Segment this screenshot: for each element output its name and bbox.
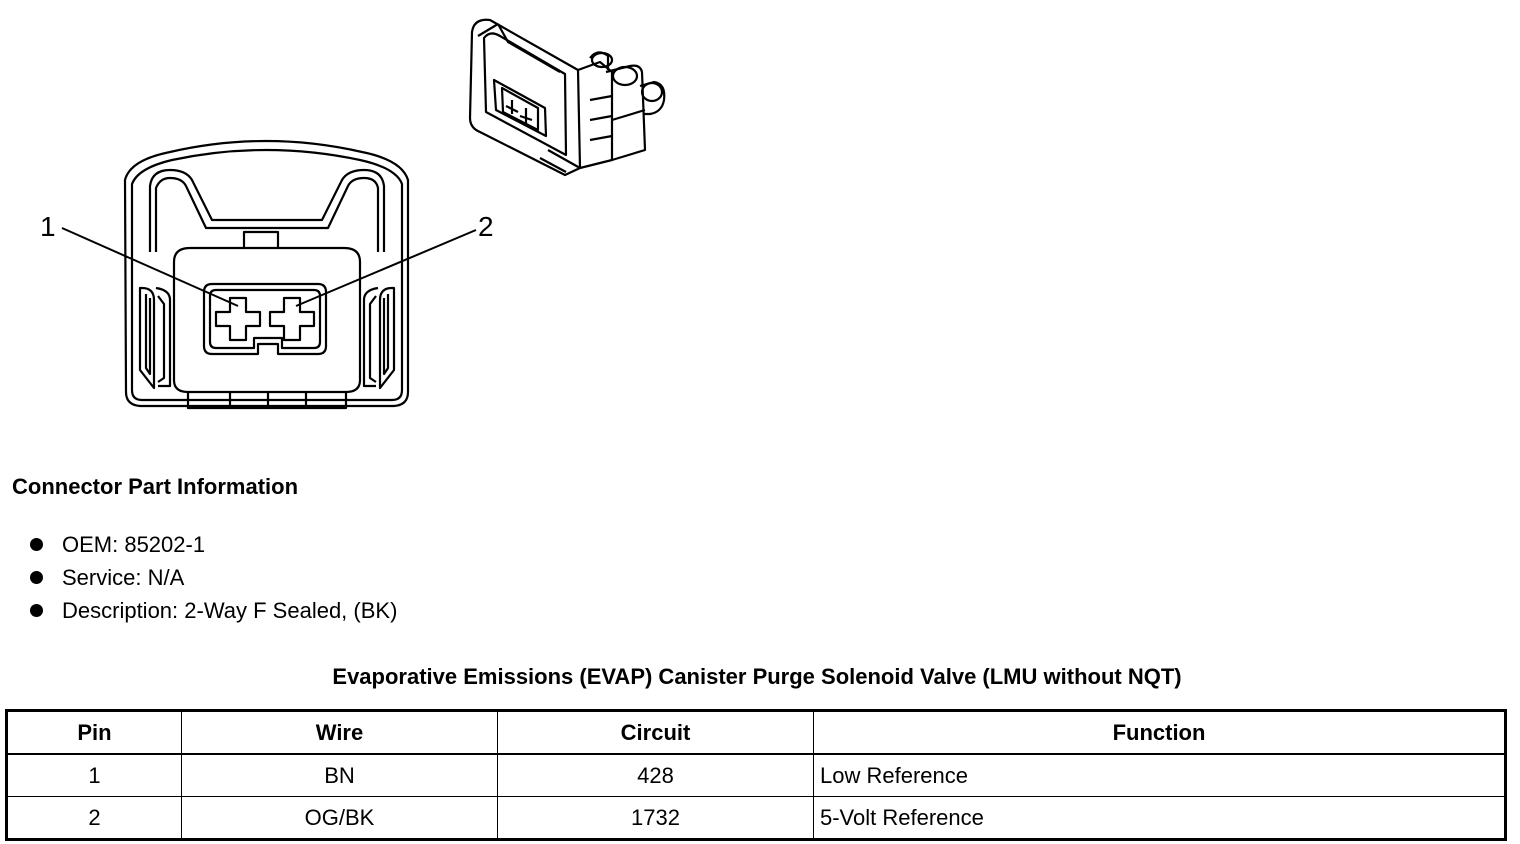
header-pin: Pin	[6, 710, 182, 755]
cell-circuit: 1732	[497, 796, 814, 840]
list-item: Service: N/A	[30, 561, 397, 594]
connector-isometric-illustration	[468, 18, 666, 177]
cell-pin: 1	[6, 753, 182, 797]
pinout-table-title: Evaporative Emissions (EVAP) Canister Pu…	[332, 664, 1182, 689]
oem-part-text: OEM: 85202-1	[62, 532, 206, 557]
cell-pin: 2	[6, 796, 182, 840]
pin-2-label: 2	[478, 211, 494, 242]
cell-circuit: 428	[497, 753, 814, 797]
connector-diagram: 1 2	[40, 18, 666, 410]
list-item: Description: 2-Way F Sealed, (BK)	[30, 594, 397, 627]
bullet-icon	[30, 538, 43, 551]
table-header-row: Pin Wire Circuit Function	[6, 710, 1506, 755]
cell-function: Low Reference	[813, 753, 1506, 797]
service-part-text: Service: N/A	[62, 565, 185, 590]
connector-info-heading: Connector Part Information	[12, 474, 299, 499]
table-row: 1 BN 428 Low Reference	[6, 753, 1506, 797]
cell-wire: BN	[181, 753, 498, 797]
list-item: OEM: 85202-1	[30, 528, 397, 561]
connector-info-list: OEM: 85202-1 Service: N/A Description: 2…	[30, 528, 397, 627]
pinout-table: Pin Wire Circuit Function 1 BN 428 Low R…	[5, 709, 1507, 841]
pin-1-label: 1	[40, 211, 56, 242]
pin-1-leader-line	[61, 227, 239, 307]
connector-face-view	[123, 139, 410, 410]
header-wire: Wire	[181, 710, 498, 755]
pin-leader-lines	[61, 227, 477, 307]
header-circuit: Circuit	[497, 710, 814, 755]
cell-wire: OG/BK	[181, 796, 498, 840]
header-function: Function	[813, 710, 1506, 755]
cell-function: 5-Volt Reference	[813, 796, 1506, 840]
bullet-icon	[30, 571, 43, 584]
description-text: Description: 2-Way F Sealed, (BK)	[62, 598, 398, 623]
bullet-icon	[30, 604, 43, 617]
pin-2-leader-line	[295, 229, 477, 307]
table-row: 2 OG/BK 1732 5-Volt Reference	[6, 796, 1506, 840]
